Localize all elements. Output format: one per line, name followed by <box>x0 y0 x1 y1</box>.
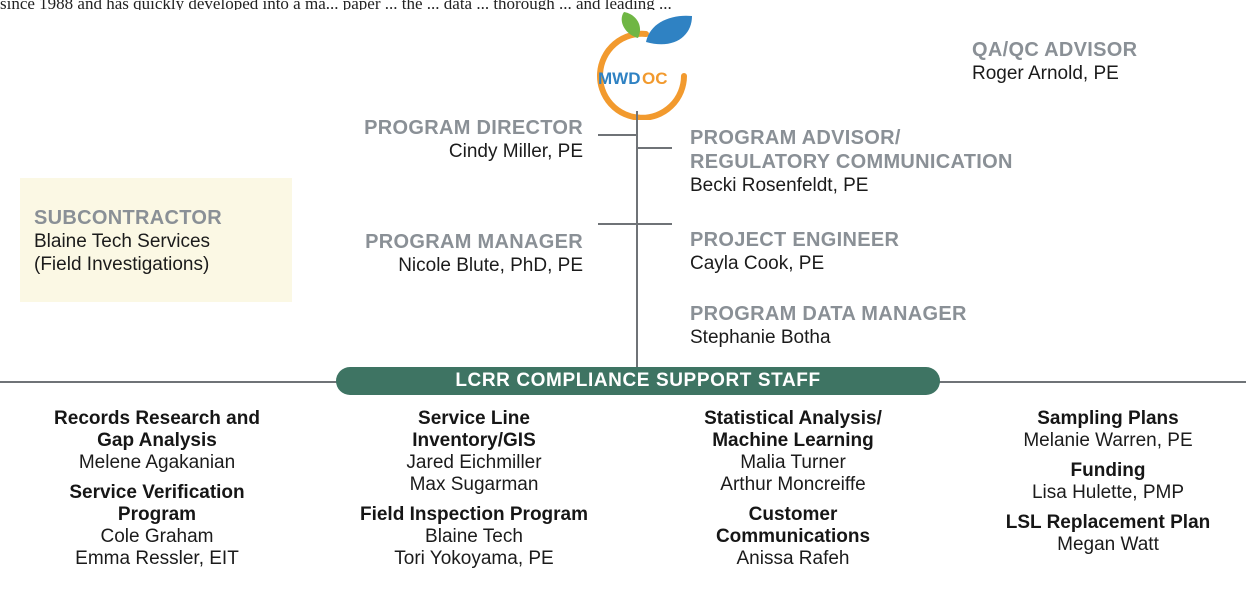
program-director-title: PROGRAM DIRECTOR <box>364 117 583 139</box>
org-vertical-line <box>636 111 638 369</box>
records-research-title-2: Gap Analysis <box>97 430 217 451</box>
staff-column-1: Records Research and Gap Analysis Melene… <box>12 408 302 570</box>
customer-comm-title-1: Customer <box>748 504 838 525</box>
project-engineer-title: PROJECT ENGINEER <box>690 229 900 251</box>
program-advisor-title-1: PROGRAM ADVISOR/ <box>690 127 901 149</box>
advisor-connector <box>638 147 672 149</box>
subcontractor-box <box>20 178 292 302</box>
statistical-title-1: Statistical Analysis/ <box>704 408 882 429</box>
qaqc-advisor-block: QA/QC ADVISOR Roger Arnold, PE <box>972 38 1137 85</box>
subcontractor-title: SUBCONTRACTOR <box>34 207 222 229</box>
logo-orange-arc <box>597 30 687 120</box>
project-engineer-name: Cayla Cook, PE <box>690 253 825 274</box>
data-manager-block: PROGRAM DATA MANAGER Stephanie Botha <box>690 302 967 349</box>
staff-column-4: Sampling Plans Melanie Warren, PE Fundin… <box>976 408 1240 556</box>
service-verification-title-2: Program <box>117 504 197 525</box>
program-manager-name: Nicole Blute, PhD, PE <box>398 255 583 276</box>
data-manager-title: PROGRAM DATA MANAGER <box>690 303 967 325</box>
director-connector <box>598 134 638 136</box>
logo-blue-leaf <box>646 15 692 45</box>
subcontractor-block: SUBCONTRACTOR Blaine Tech Services (Fiel… <box>34 206 222 276</box>
customer-comm-name: Anissa Rafeh <box>736 548 850 569</box>
manager-engineer-connector <box>598 223 672 225</box>
program-director-block: PROGRAM DIRECTOR Cindy Miller, PE <box>364 116 583 163</box>
statistical-title-2: Machine Learning <box>712 430 874 451</box>
records-research-title-1: Records Research and <box>54 408 260 429</box>
sampling-plans-title: Sampling Plans <box>1037 408 1179 429</box>
logo-text-mwd: MWD <box>598 69 640 88</box>
lcrr-staff-banner: LCRR COMPLIANCE SUPPORT STAFF <box>336 367 940 395</box>
program-manager-block: PROGRAM MANAGER Nicole Blute, PhD, PE <box>365 230 583 277</box>
sampling-plans-name: Melanie Warren, PE <box>1023 430 1193 451</box>
statistical-name-2: Arthur Moncreiffe <box>720 474 866 495</box>
field-inspection-name-1: Blaine Tech <box>425 526 523 547</box>
service-verification-name-2: Emma Ressler, EIT <box>75 548 239 569</box>
records-research-name: Melene Agakanian <box>78 452 236 473</box>
subcontractor-name-1: Blaine Tech Services <box>34 231 211 252</box>
funding-title: Funding <box>1070 460 1146 481</box>
service-line-name-1: Jared Eichmiller <box>406 452 542 473</box>
project-engineer-block: PROJECT ENGINEER Cayla Cook, PE <box>690 228 899 275</box>
data-manager-name: Stephanie Botha <box>690 327 831 348</box>
qaqc-title: QA/QC ADVISOR <box>972 39 1138 61</box>
qaqc-name: Roger Arnold, PE <box>972 63 1119 84</box>
funding-name: Lisa Hulette, PMP <box>1031 482 1185 503</box>
field-inspection-title: Field Inspection Program <box>359 504 589 525</box>
cropped-header-text: since 1988 and has quickly developed int… <box>0 0 672 10</box>
service-line-name-2: Max Sugarman <box>409 474 539 495</box>
staff-column-3: Statistical Analysis/ Machine Learning M… <box>662 408 924 570</box>
program-advisor-block: PROGRAM ADVISOR/ REGULATORY COMMUNICATIO… <box>690 126 1013 197</box>
statistical-name-1: Malia Turner <box>740 452 846 473</box>
program-director-name: Cindy Miller, PE <box>448 141 583 162</box>
service-line-title-2: Inventory/GIS <box>412 430 536 451</box>
service-line-title-1: Service Line <box>418 408 530 429</box>
lsl-replacement-name: Megan Watt <box>1057 534 1159 555</box>
field-inspection-name-2: Tori Yokoyama, PE <box>394 548 554 569</box>
service-verification-name-1: Cole Graham <box>100 526 214 547</box>
customer-comm-title-2: Communications <box>715 526 871 547</box>
logo-text-oc: OC <box>642 69 668 88</box>
program-manager-title: PROGRAM MANAGER <box>365 231 583 253</box>
staff-column-2: Service Line Inventory/GIS Jared Eichmil… <box>326 408 622 570</box>
subcontractor-name-2: (Field Investigations) <box>34 254 210 275</box>
program-advisor-title-2: REGULATORY COMMUNICATION <box>690 151 1013 173</box>
program-advisor-name: Becki Rosenfeldt, PE <box>690 175 869 196</box>
lsl-replacement-title: LSL Replacement Plan <box>1005 512 1211 533</box>
mwdoc-logo: MWD OC <box>597 12 692 120</box>
service-verification-title-1: Service Verification <box>69 482 245 503</box>
logo-green-leaf <box>621 12 641 38</box>
